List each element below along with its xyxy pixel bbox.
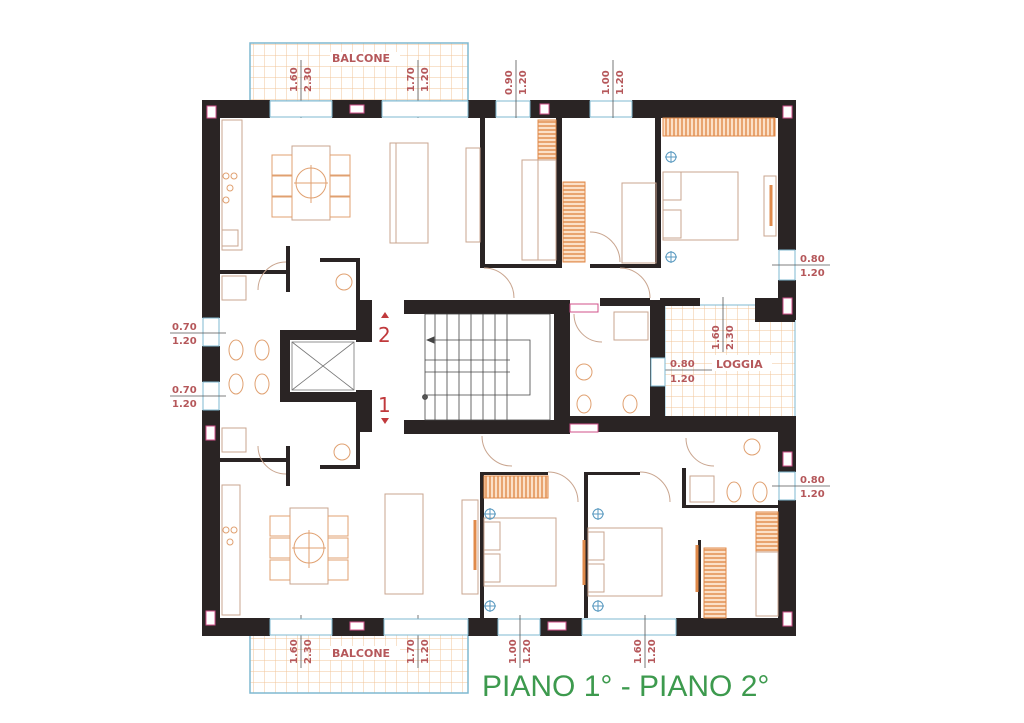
staircase <box>422 313 551 421</box>
dim-loggia-door-h: 2.30 <box>725 325 736 350</box>
dim-balcony-top-h: 2.30 <box>303 67 314 92</box>
dim-balcony-bottom-h: 2.30 <box>303 639 314 664</box>
furniture-bottom-right <box>473 475 779 619</box>
dim-right-upper-w: 0.80 <box>800 254 825 265</box>
dim-top-1-h: 1.20 <box>518 70 529 95</box>
loggia-label: LOGGIA <box>716 358 763 371</box>
dim-balcony-bottom-window-h: 1.20 <box>420 639 431 664</box>
dim-loggia-door-w: 1.60 <box>711 325 722 350</box>
dim-top-2-w: 1.00 <box>601 70 612 95</box>
dim-bottom-1-w: 1.00 <box>508 639 519 664</box>
dim-left-upper-w: 0.70 <box>172 322 197 333</box>
windows <box>202 100 796 636</box>
dim-right-lower-w: 0.80 <box>800 475 825 486</box>
walls <box>202 100 796 636</box>
dim-left-upper-h: 1.20 <box>172 336 197 347</box>
dim-left-lower-h: 1.20 <box>172 399 197 410</box>
dim-balcony-bottom-window-w: 1.70 <box>406 639 417 664</box>
balcony-top: BALCONE 1.60 2.30 1.70 1.20 <box>249 42 469 118</box>
dim-top-2-h: 1.20 <box>615 70 626 95</box>
window-dimensions: 0.90 1.20 1.00 1.20 0.80 1.20 0.80 1.20 … <box>170 60 830 668</box>
furniture-top-left <box>221 119 481 251</box>
dim-loggia-window-w: 0.80 <box>670 359 695 370</box>
doors <box>257 231 715 503</box>
stair-up-floor: 2 <box>378 323 391 347</box>
dim-balcony-top-w: 1.60 <box>289 67 300 92</box>
loggia: LOGGIA 1.60 2.30 0.80 1.20 <box>660 297 796 418</box>
dim-bottom-1-h: 1.20 <box>522 639 533 664</box>
elevator <box>291 341 355 391</box>
dim-right-upper-h: 1.20 <box>800 268 825 279</box>
dim-bottom-2-w: 1.60 <box>633 639 644 664</box>
dim-balcony-top-window-w: 1.70 <box>406 67 417 92</box>
up-arrow-icon <box>381 312 389 318</box>
stair-indicators: 2 1 <box>378 312 391 424</box>
balcony-bottom-label: BALCONE <box>332 647 390 660</box>
dim-balcony-top-window-h: 1.20 <box>420 67 431 92</box>
dim-bottom-2-h: 1.20 <box>647 639 658 664</box>
dim-right-lower-h: 1.20 <box>800 489 825 500</box>
stair-down-floor: 1 <box>378 393 391 417</box>
dim-top-1-w: 0.90 <box>504 70 515 95</box>
balcony-bottom: BALCONE 1.60 2.30 1.70 1.20 <box>249 615 469 694</box>
dim-left-lower-w: 0.70 <box>172 385 197 396</box>
pillars <box>205 103 793 631</box>
furniture-top-right <box>521 117 777 264</box>
light-fixtures <box>484 151 677 612</box>
floor-plan-title: PIANO 1° - PIANO 2° <box>482 670 769 703</box>
balcony-top-label: BALCONE <box>332 52 390 65</box>
down-arrow-icon <box>381 418 389 424</box>
bathroom-fixtures <box>221 273 768 503</box>
furniture-bottom-left <box>221 484 479 616</box>
dim-balcony-bottom-w: 1.60 <box>289 639 300 664</box>
dim-loggia-window-h: 1.20 <box>670 374 695 385</box>
